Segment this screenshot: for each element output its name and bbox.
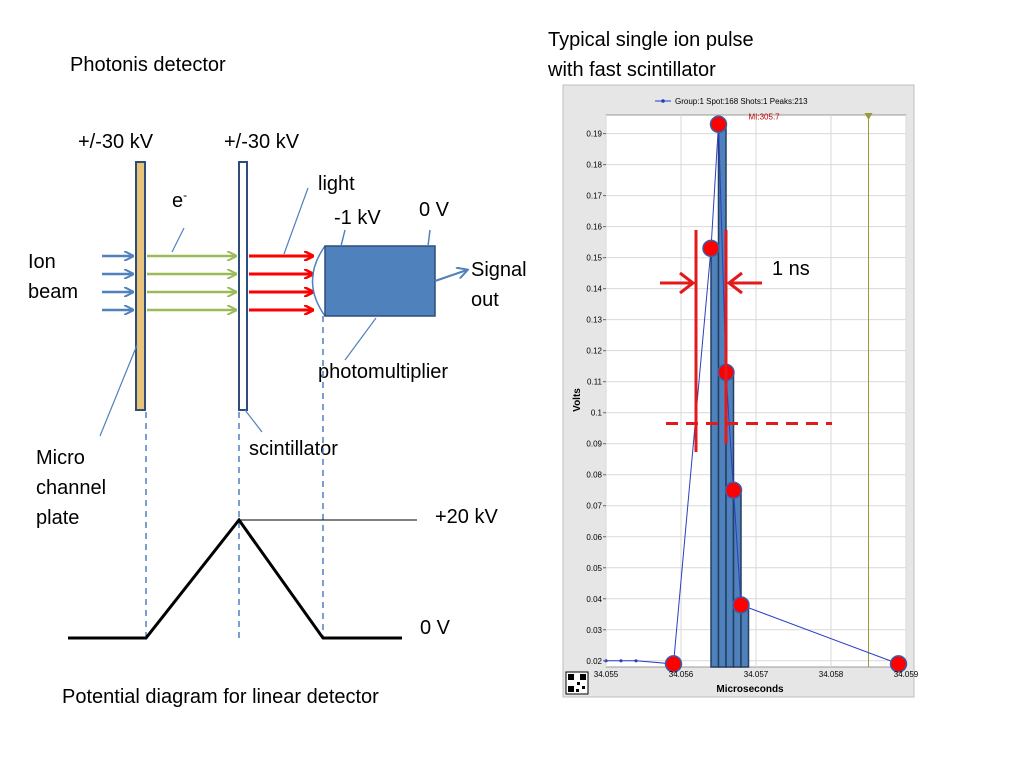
scintillator-leader [244,409,263,433]
x-tick-label: 34.059 [894,670,919,679]
photomultiplier-label: photomultiplier [318,361,448,383]
signal-out-label-line2: out [471,289,499,311]
y-tick-label: 0.11 [587,378,603,387]
chart-ticks: 0.02 0.03 0.04 0.05 0.06 0.07 0.08 0.09 0.1 0.11 0… [586,130,918,679]
y-tick-label: 0.08 [586,471,602,480]
peak-label: MI:305.7 [749,112,781,121]
data-marker [889,655,908,673]
y-axis-title: Volts [572,388,583,412]
chart-legend: Group:1 Spot:168 Shots:1 Peaks:213 [675,97,808,106]
data-marker [702,239,720,258]
mcp-label-line1: Micro [36,447,85,469]
micro-channel-plate [135,161,146,411]
y-tick-label: 0.1 [591,409,603,418]
chart-annotations: 1 ns [660,230,832,452]
ion-beam-label-line1: Ion [28,251,56,273]
x-tick-label: 34.055 [594,670,619,679]
mcp-voltage-label: +/-30 kV [78,131,154,153]
pmt-anode-pin [427,229,431,247]
x-tick-label: 34.057 [744,670,769,679]
electron-label: e- [172,188,187,212]
potential-base-label: 0 V [420,617,451,639]
qr-code-icon [565,671,589,695]
y-tick-label: 0.07 [586,502,602,511]
cursor-triangle-icon [864,113,873,120]
y-tick-label: 0.18 [586,161,602,170]
trace-point [634,659,638,663]
fwhm-left-arrowhead [679,271,696,295]
page-title: Photonis detector [70,54,226,76]
light-arrows [249,256,313,310]
legend-swatch-dot [661,99,665,103]
y-tick-label: 0.12 [586,347,602,356]
x-tick-label: 34.056 [669,670,694,679]
y-tick-label: 0.05 [586,564,602,573]
projection-lines [145,316,324,638]
scintillator-plate [238,161,248,411]
chart-bar [710,247,720,668]
ion-beam-arrows [102,256,133,310]
y-tick-label: 0.16 [586,223,602,232]
photocathode-curve [311,245,326,317]
photomultiplier-leader [344,317,377,361]
y-tick-label: 0.19 [586,130,602,139]
y-tick-label: 0.15 [586,254,602,263]
data-marker [709,115,728,134]
ion-beam-label-line2: beam [28,281,78,303]
potential-caption: Potential diagram for linear detector [62,686,379,708]
pmt-anode-voltage: 0 V [419,199,450,221]
y-tick-label: 0.02 [586,657,602,666]
scintillator-voltage-label: +/-30 kV [224,131,300,153]
y-tick-label: 0.14 [586,285,602,294]
chart-bar [732,489,742,668]
potential-peak-label: +20 kV [435,506,498,528]
pulse-chart: MI:305.7 0.020.030.040.050.060.070.080.0… [562,84,919,698]
pmt-cathode-pin [340,229,346,247]
x-axis-title: Microseconds [716,684,784,695]
data-marker [664,655,683,673]
signal-out-arrow [434,270,467,282]
y-tick-label: 0.06 [586,533,602,542]
mcp-leader [99,344,138,437]
y-tick-label: 0.13 [586,316,602,325]
y-tick-label: 0.09 [586,440,602,449]
data-marker [724,481,743,499]
data-marker [732,596,750,614]
light-leader [283,187,309,255]
chart-bar [740,604,750,668]
potential-profile [68,517,402,640]
mcp-label-line2: channel [36,477,106,499]
scintillator-label: scintillator [249,438,338,460]
signal-out-label-line1: Signal [471,259,527,281]
y-tick-label: 0.17 [586,192,602,201]
width-annotation-label: 1 ns [772,258,810,280]
mcp-label-line3: plate [36,507,79,529]
y-tick-label: 0.03 [586,626,602,635]
trace-point [619,659,623,663]
electron-leader [171,227,185,253]
chart-grid [605,113,907,667]
fwhm-right-arrowhead [726,271,743,295]
light-label: light [318,173,355,195]
trace-line [606,124,899,665]
chart-heading-line2: with fast scintillator [547,59,716,81]
y-tick-label: 0.04 [586,595,602,604]
chart-heading-line1: Typical single ion pulse [548,29,754,51]
x-tick-label: 34.058 [819,670,844,679]
pmt-cathode-voltage: -1 kV [334,207,381,229]
electron-arrows [147,256,236,310]
photomultiplier-body [324,245,436,317]
